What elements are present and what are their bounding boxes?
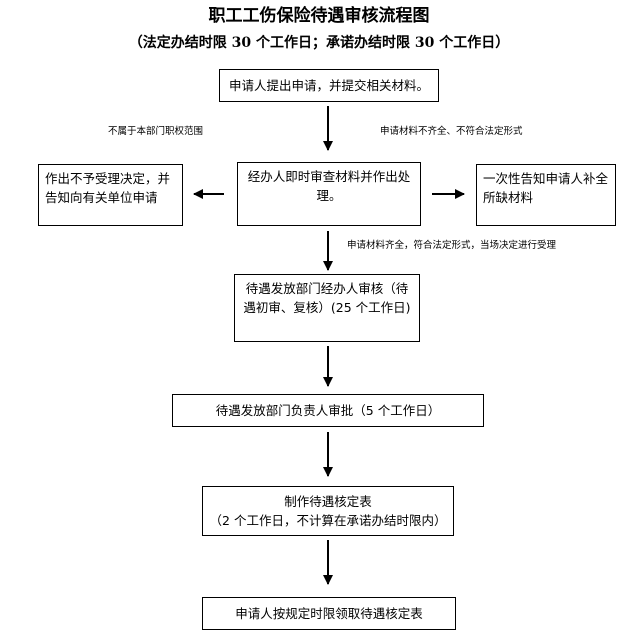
page-subtitle: （法定办结时限 30 个工作日；承诺办结时限 30 个工作日） bbox=[128, 35, 510, 51]
node-approval-label: 待遇发放部门负责人审批（5 个工作日） bbox=[215, 403, 441, 418]
node-reject: 作出不予受理决定，并告知向有关单位申请 bbox=[38, 164, 183, 226]
page-title: 职工工伤保险待遇审核流程图 bbox=[208, 6, 430, 26]
edge-label-complete: 申请材料齐全，符合法定形式，当场决定进行受理 bbox=[347, 240, 557, 251]
node-approval: 待遇发放部门负责人审批（5 个工作日） bbox=[172, 394, 484, 427]
edge-label-not-in-scope: 不属于本部门职权范围 bbox=[108, 126, 204, 137]
node-apply-label: 申请人提出申请，并提交相关材料。 bbox=[228, 78, 429, 93]
node-collect-label: 申请人按规定时限领取待遇核定表 bbox=[235, 606, 423, 621]
node-reject-label: 作出不予受理决定，并告知向有关单位申请 bbox=[45, 171, 171, 205]
node-initial-audit-label: 待遇发放部门经办人审核（待遇初审、复核）(25 个工作日) bbox=[243, 281, 411, 315]
node-make-table: 制作待遇核定表 （2 个工作日，不计算在承诺办结时限内） bbox=[202, 486, 454, 536]
node-notify: 一次性告知申请人补全所缺材料 bbox=[476, 164, 616, 226]
edge-label-incomplete: 申请材料不齐全、不符合法定形式 bbox=[380, 126, 523, 137]
node-make-table-line2: （2 个工作日，不计算在承诺办结时限内） bbox=[209, 513, 447, 528]
node-review-label: 经办人即时审查材料并作出处理。 bbox=[247, 169, 411, 203]
node-notify-label: 一次性告知申请人补全所缺材料 bbox=[483, 171, 609, 205]
node-apply: 申请人提出申请，并提交相关材料。 bbox=[219, 69, 439, 102]
node-collect: 申请人按规定时限领取待遇核定表 bbox=[202, 597, 456, 630]
node-make-table-line1: 制作待遇核定表 bbox=[284, 494, 372, 509]
node-review: 经办人即时审查材料并作出处理。 bbox=[237, 162, 421, 226]
node-initial-audit: 待遇发放部门经办人审核（待遇初审、复核）(25 个工作日) bbox=[234, 274, 420, 342]
